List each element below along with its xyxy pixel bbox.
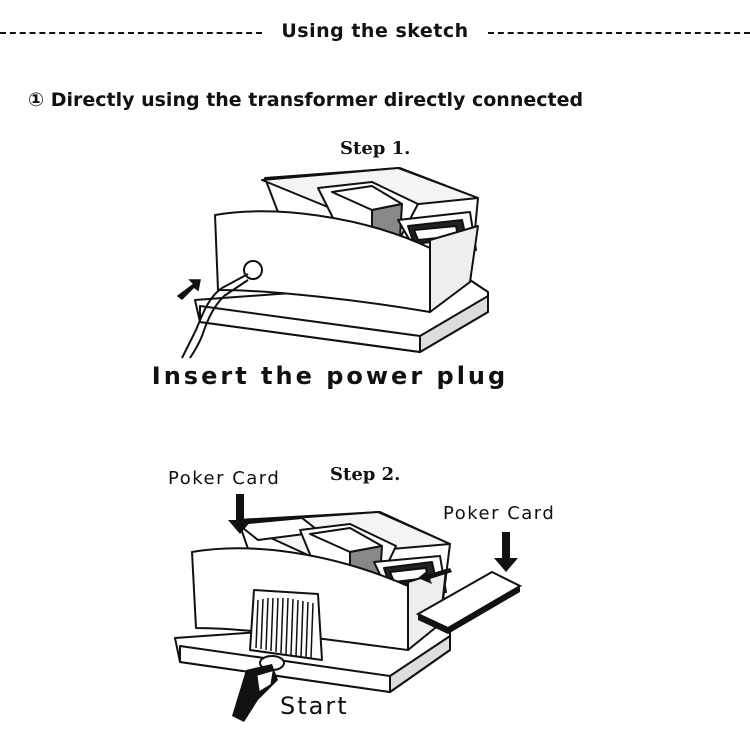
arrow-icon xyxy=(228,494,252,534)
card-stack xyxy=(255,597,314,659)
header-title: Using the sketch xyxy=(281,20,469,42)
step1-label: Step 1. xyxy=(340,138,411,159)
left-poker-card-label: Poker Card xyxy=(168,468,281,489)
start-label: Start xyxy=(280,692,349,720)
right-poker-card-label: Poker Card xyxy=(443,503,556,524)
arrow-icon xyxy=(494,532,518,572)
step1-caption: Insert the power plug xyxy=(151,362,509,390)
header-dash-left xyxy=(0,32,262,34)
arrow-icon xyxy=(176,279,201,300)
section-heading: ① Directly using the transformer directl… xyxy=(28,89,584,111)
header-dash-right xyxy=(488,32,750,34)
power-jack-icon xyxy=(243,260,263,280)
header-row: Using the sketch xyxy=(0,18,750,48)
power-plug-icon xyxy=(181,273,249,359)
step2-label: Step 2. xyxy=(330,464,401,485)
arrow-icon xyxy=(418,568,452,584)
